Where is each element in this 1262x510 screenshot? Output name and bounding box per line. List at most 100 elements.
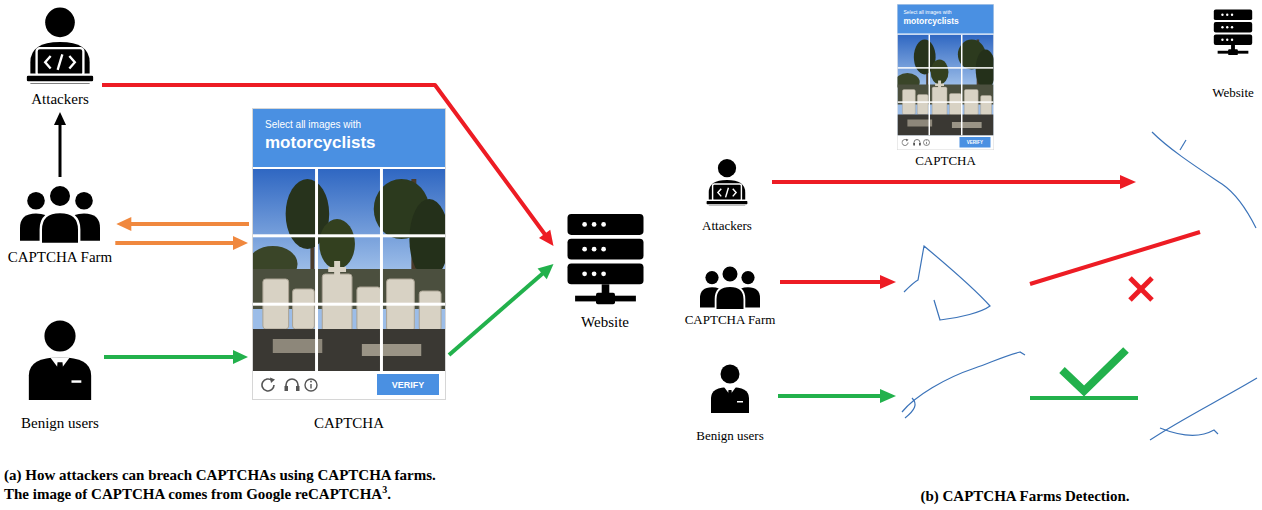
website-server: Website [558,214,653,331]
rect-shape [919,143,921,146]
line-shape [926,142,927,144]
benign-flow [778,350,1257,440]
polygon-shape [906,139,909,142]
hacker-icon [21,6,99,84]
captcha-caption: CAPTCHA [915,153,976,169]
caption-line: (a) How attackers can breach CAPTCHAs us… [4,466,436,485]
rect-shape [293,289,315,329]
circle-shape [721,365,740,384]
rect-shape [357,287,381,331]
node-label: CAPTCHA Farm [685,312,776,328]
user-icon [705,362,755,414]
rect-shape [917,95,928,115]
rect-shape [26,75,95,83]
rect-shape [898,35,994,136]
captcha-node: Select all images withmotorcyclistsVERIF… [252,108,446,400]
circle-shape [591,222,596,227]
arrow-head [233,236,248,250]
rect-shape [296,386,300,391]
circle-shape [591,247,596,252]
footnote-mark: 3 [382,484,387,495]
circle-shape [926,140,928,142]
circle-shape [45,8,75,38]
rect-shape [567,214,643,235]
node-label: Website [581,313,629,331]
line-shape [58,54,63,70]
group-icon [700,262,760,310]
hacker-icon [703,158,751,206]
line-shape [726,188,729,198]
farm-flow [780,232,1200,320]
rect-shape [913,143,915,146]
rect-shape [285,386,289,391]
circle-shape [741,271,754,284]
flow-arrow [104,350,248,364]
flow-arrow [116,217,249,231]
path-shape [41,212,79,244]
circle-shape [1231,26,1233,28]
mouse-trajectory [902,352,1025,412]
circle-shape [1226,14,1228,16]
captcha-image-grid [253,169,445,371]
path-shape [716,286,745,310]
circle-shape [722,266,739,283]
polyline-shape [45,56,50,68]
circle-shape [705,271,718,284]
path-shape [914,140,920,145]
mouse-trajectory [1160,428,1218,435]
circle-shape [924,140,930,146]
circle-shape [310,381,312,383]
captcha-instruction: Select all images with [265,119,361,130]
node-label: Benign users [696,428,764,444]
polyline-shape [718,189,721,197]
node-label: Website [1212,85,1254,101]
rect-shape [737,401,743,403]
mouse-trajectory [1152,132,1256,228]
red-arrow-head [1120,175,1136,189]
website-server: Website [1209,6,1257,101]
green-line [1030,396,1138,400]
rect-shape [37,48,84,76]
captcha-farm-actor: CAPTCHA Farm [8,180,113,266]
rect-shape [1228,49,1238,55]
rect-shape [1214,10,1252,21]
circle-shape [601,222,606,227]
mouse-trajectory [1150,378,1257,440]
captcha-tool-icons [261,376,331,394]
captcha-header: Select all images withmotorcyclists [253,109,445,167]
circle-shape [75,192,93,210]
circle-shape [1221,26,1223,28]
circle-shape [601,271,606,276]
red-arrow-line [772,180,1122,184]
user-icon [19,318,101,400]
circle-shape [27,192,45,210]
circle-shape [718,159,736,177]
server-icon [558,214,653,309]
benign-user-actor: Benign users [696,362,764,444]
polyline-shape [733,189,736,197]
rect-shape [362,344,421,356]
figure-caption: (b) CAPTCHA Farms Detection. [920,488,1129,505]
node-label: Attackers [702,218,752,234]
flow-arrow [54,112,66,177]
captcha-instruction: Select all images with [904,10,952,16]
polygon-shape [55,362,65,393]
rect-shape [949,94,961,116]
rect-shape [380,169,383,371]
reject-cross [1130,278,1152,300]
rect-shape [706,200,748,205]
rect-shape [935,84,944,87]
verify-button: VERIFY [960,137,991,148]
flow-line [104,355,234,359]
rect-shape [253,234,445,237]
circle-shape [1221,14,1223,16]
rect-shape [71,380,81,382]
caption-text: The image of CAPTCHA comes from Google r… [4,486,382,502]
rect-shape [253,329,445,371]
attacker-actor: Attackers [21,6,99,108]
red-arrow-line [780,280,882,284]
rect-shape [898,115,994,136]
benign-user-actor: Benign users [19,318,101,432]
circle-shape [44,320,75,351]
